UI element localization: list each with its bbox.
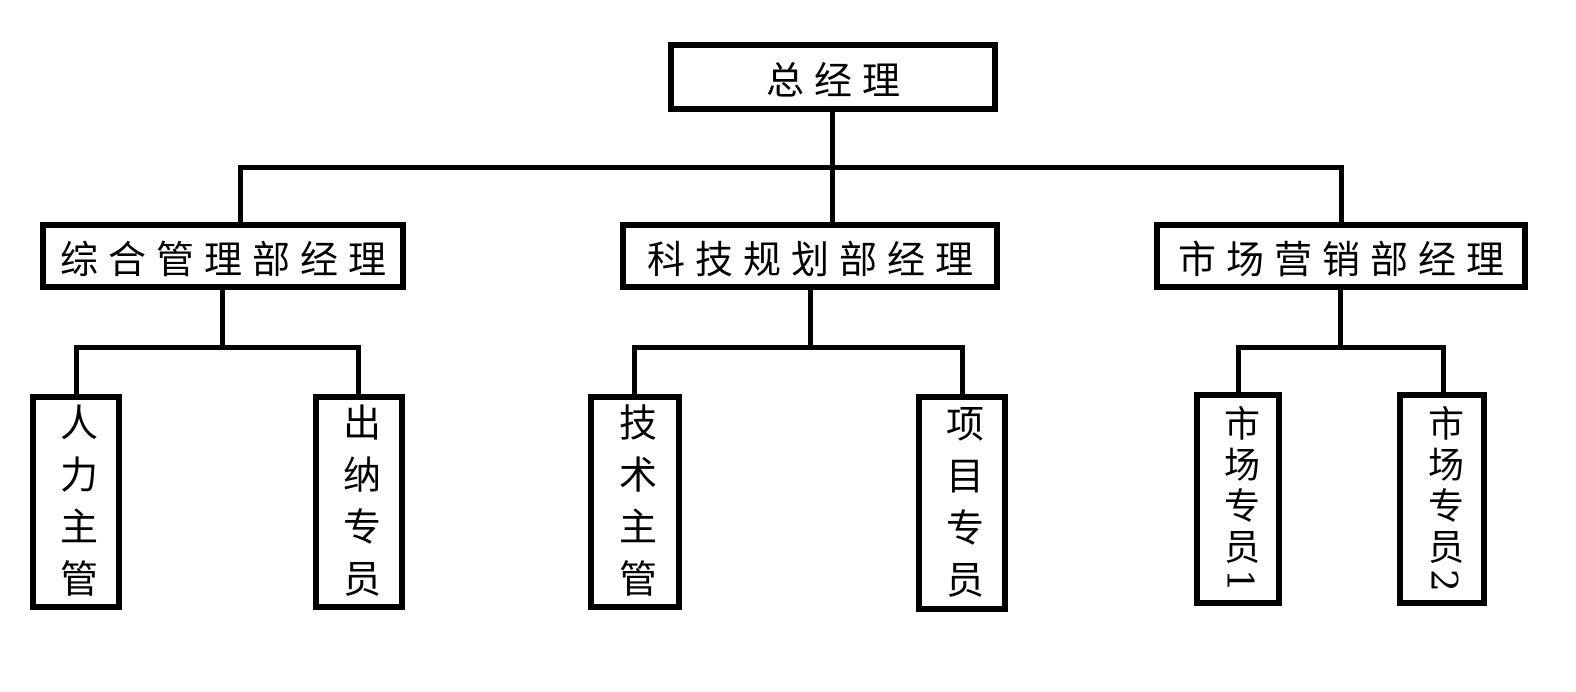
connector-tech-stem: [808, 288, 813, 350]
connector-drop-project-specialist: [960, 345, 965, 396]
connector-tech-horizontal: [632, 345, 965, 350]
org-node-market-specialist-2: 市场专员2: [1397, 392, 1487, 606]
connector-drop-dept-marketing: [1339, 165, 1344, 224]
connector-admin-stem: [220, 288, 225, 350]
org-node-marketing-dept-manager: 市场营销部经理: [1154, 222, 1528, 290]
connector-drop-market-specialist-1: [1236, 345, 1241, 396]
connector-drop-tech-supervisor: [632, 345, 637, 396]
org-node-cashier-specialist: 出纳专员: [313, 394, 405, 611]
connector-marketing-stem: [1338, 288, 1343, 350]
org-node-project-specialist: 项目专员: [916, 394, 1008, 612]
connector-drop-hr-supervisor: [74, 345, 79, 396]
connector-admin-horizontal: [74, 345, 361, 350]
org-node-tech-planning-dept-manager: 科技规划部经理: [620, 222, 1000, 290]
org-node-hr-supervisor: 人力主管: [30, 394, 122, 611]
connector-level1-horizontal: [238, 165, 1344, 170]
connector-drop-dept-admin: [238, 165, 243, 224]
org-node-general-manager: 总经理: [668, 42, 998, 112]
connector-drop-market-specialist-2: [1441, 345, 1446, 396]
connector-drop-cashier: [356, 345, 361, 396]
org-node-market-specialist-1: 市场专员1: [1194, 392, 1282, 606]
org-node-tech-supervisor: 技术主管: [588, 394, 682, 611]
org-node-admin-dept-manager: 综合管理部经理: [40, 222, 406, 290]
connector-marketing-horizontal: [1236, 345, 1446, 350]
